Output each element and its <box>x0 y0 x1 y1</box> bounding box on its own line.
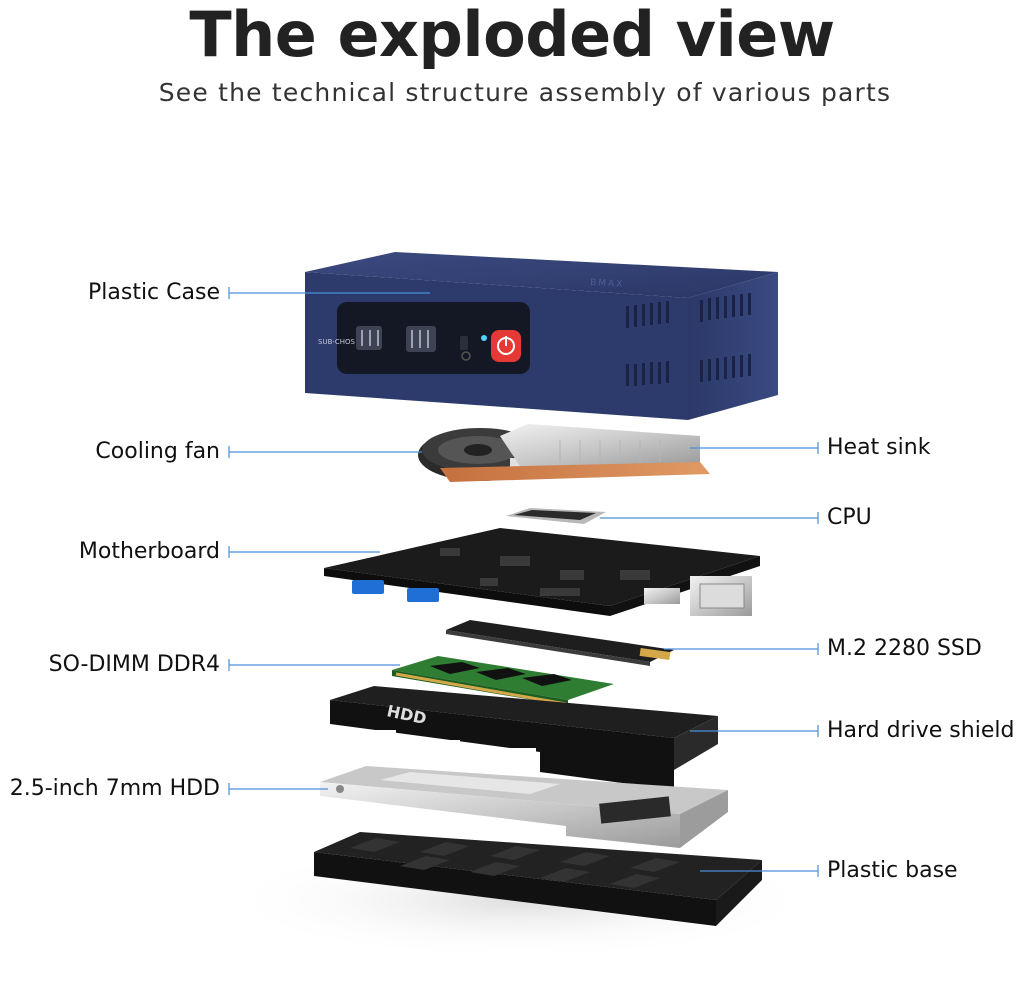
label-motherboard: Motherboard <box>78 539 220 564</box>
label-plastic-base: Plastic base <box>827 858 958 883</box>
label-ram: SO-DIMM DDR4 <box>48 652 220 677</box>
label-hdd: 2.5-inch 7mm HDD <box>9 776 220 801</box>
heat-sink-illustration <box>440 424 710 482</box>
label-cooling-fan: Cooling fan <box>95 439 220 464</box>
label-hdd-shield: Hard drive shield <box>827 718 1015 743</box>
label-plastic-case: Plastic Case <box>88 280 220 305</box>
ssd-illustration <box>446 620 674 666</box>
ports-text: SUB-CHOS <box>318 338 356 346</box>
page-title: The exploded view <box>189 0 835 71</box>
model-text: BMAX <box>590 278 625 290</box>
page-subtitle: See the technical structure assembly of … <box>158 78 892 107</box>
plastic-base-illustration <box>220 832 820 960</box>
label-heat-sink: Heat sink <box>827 435 931 460</box>
usb-port-icon <box>407 588 439 602</box>
usb-port-icon <box>352 580 384 594</box>
label-ssd: M.2 2280 SSD <box>827 636 982 661</box>
plastic-case-illustration: SUB-CHOS BMAX <box>305 252 778 420</box>
cpu-illustration <box>506 508 606 524</box>
label-cpu: CPU <box>827 505 872 530</box>
hdd-shield-illustration: HDD <box>330 686 718 790</box>
hdd-illustration <box>320 766 728 848</box>
ram-illustration <box>392 656 614 706</box>
motherboard-illustration <box>324 528 760 616</box>
